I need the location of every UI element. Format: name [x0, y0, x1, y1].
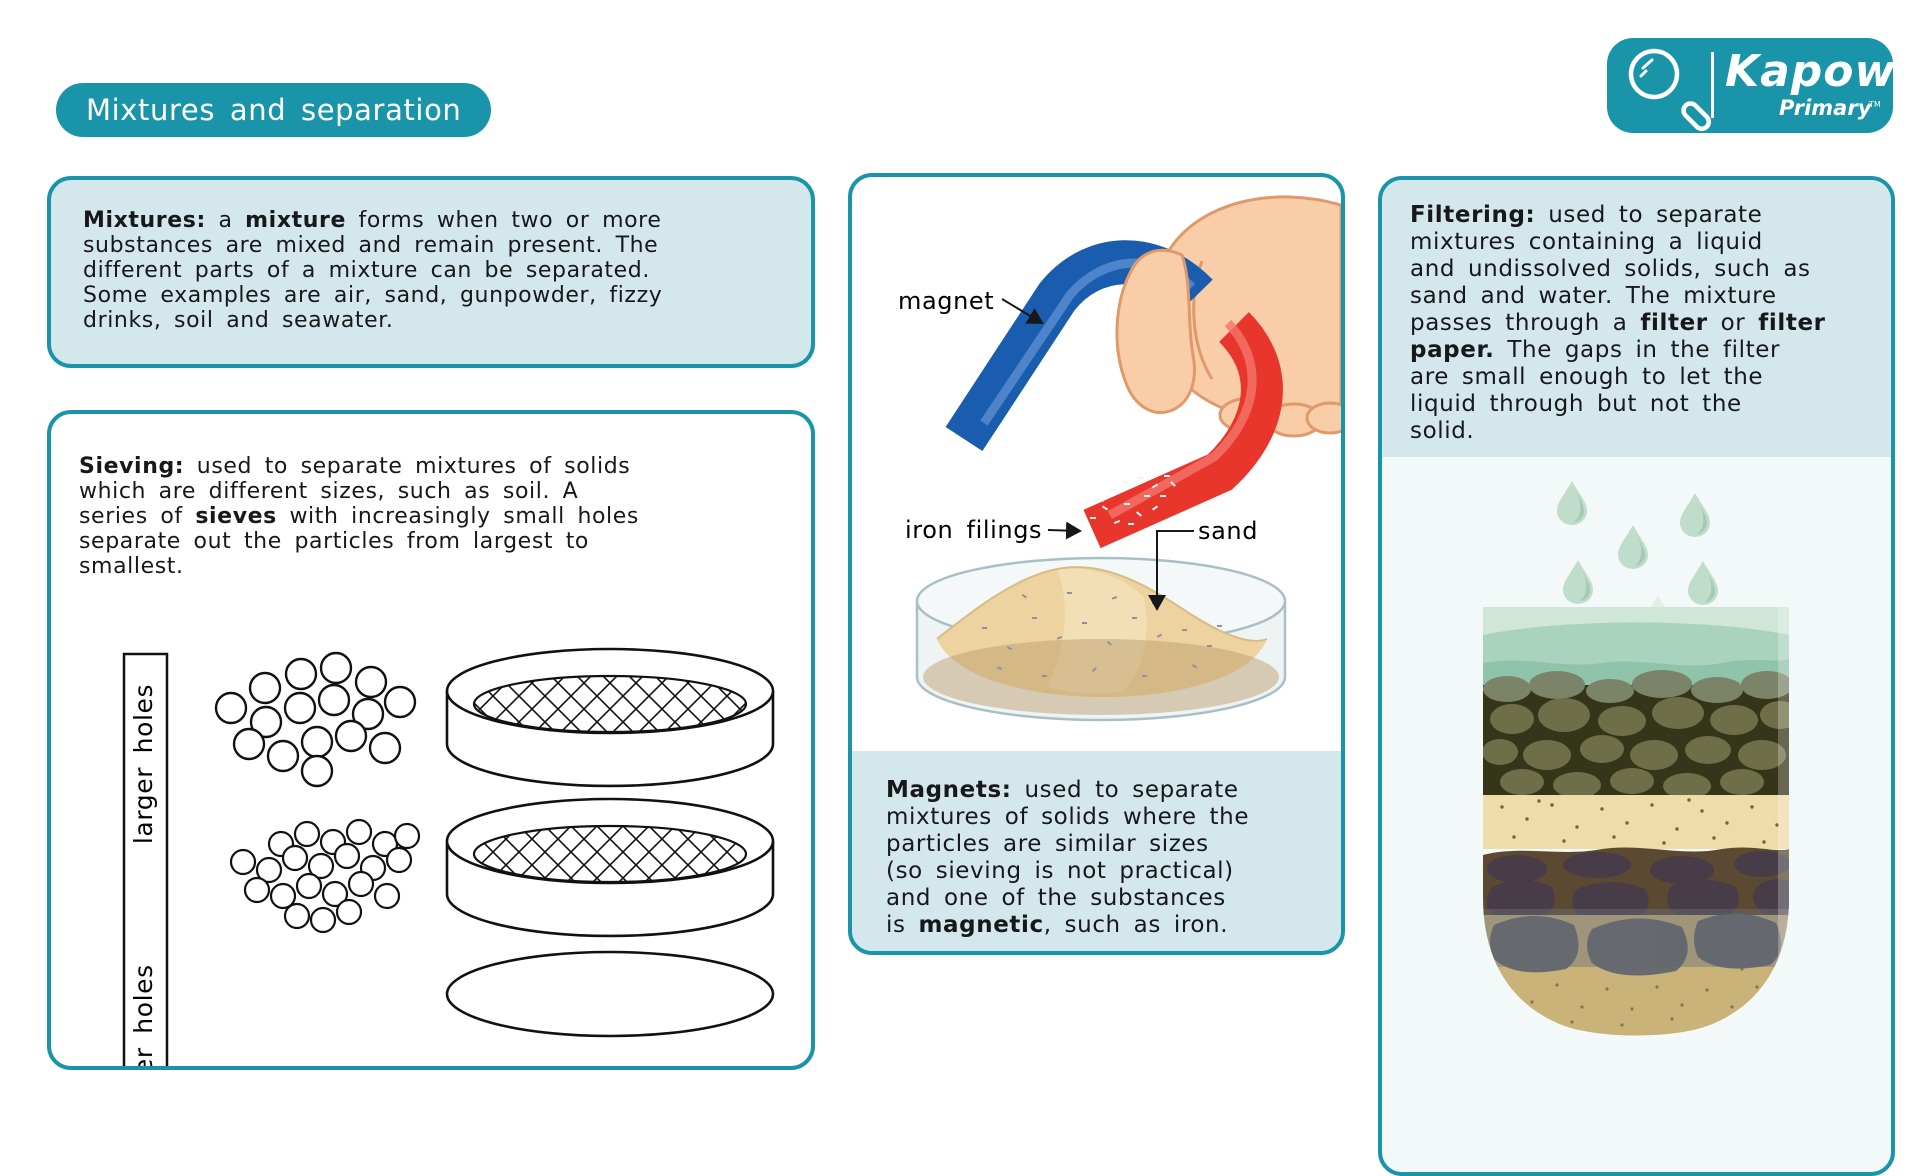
- holes-scale-label-top: larger holes: [129, 684, 158, 844]
- logo-sub: Primary: [1779, 96, 1872, 120]
- logo-tm: TM: [1869, 100, 1881, 109]
- sieving-diagram: larger holes smaller holes: [122, 647, 775, 1070]
- water-drop-icon: [1618, 525, 1648, 569]
- filter-illustration: [1483, 481, 1789, 1036]
- logo-art: [1628, 48, 1714, 132]
- sieve-1: [445, 647, 775, 788]
- sieving-box: Sieving: used to separate mixtures of so…: [47, 410, 815, 1070]
- magnet-illustration: magnet iron filings sand: [898, 195, 1341, 722]
- magnifying-glass-icon: [1628, 48, 1712, 132]
- sieve-3: [445, 950, 775, 1038]
- holes-scale-label-bottom: smaller holes: [129, 964, 158, 1070]
- kapow-logo: Kapow Primary TM: [1607, 38, 1897, 133]
- logo-brand: Kapow: [1725, 46, 1897, 97]
- logo-divider: [1711, 52, 1714, 118]
- mixtures-text: Mixtures: a mixture forms when two or mo…: [83, 208, 663, 333]
- particle-group-large: [214, 651, 417, 788]
- filter-container: [1483, 607, 1789, 1036]
- gray-stones: [1490, 913, 1781, 976]
- sieving-text: Sieving: used to separate mixtures of so…: [79, 454, 639, 579]
- magnet-box: magnet iron filings sand Magnets: used t…: [848, 173, 1345, 955]
- iron-filings-specks: [1090, 475, 1176, 525]
- sieve-2: [445, 797, 775, 938]
- iron-filings-arrow: [1047, 521, 1082, 540]
- sand-label: sand: [1198, 517, 1258, 545]
- filings-on-sand: [982, 592, 1222, 677]
- thumb: [1115, 248, 1196, 414]
- gravel-stones: [1483, 697, 1789, 799]
- water-drop-icon: [1557, 481, 1587, 525]
- magnet-arrow: [1001, 298, 1044, 325]
- layer-sand: [1483, 795, 1789, 849]
- page-title: Mixtures and separation: [86, 93, 462, 127]
- mixtures-box: Mixtures: a mixture forms when two or mo…: [47, 176, 815, 368]
- page-title-badge: Mixtures and separation: [56, 83, 492, 137]
- water-drop-icon: [1688, 561, 1718, 605]
- iron-filings-label: iron filings: [905, 516, 1042, 544]
- sieve-mesh: [472, 674, 748, 734]
- particle-group-small: [229, 818, 421, 934]
- magnet-label: magnet: [898, 287, 994, 315]
- sieve-mesh: [472, 824, 748, 884]
- petri-dish: [915, 556, 1287, 722]
- horseshoe-magnet-icon: [945, 240, 1283, 549]
- water-drop-icon: [1680, 493, 1710, 537]
- sand-arrow: [1148, 530, 1194, 611]
- water-drop-icon: [1563, 560, 1593, 604]
